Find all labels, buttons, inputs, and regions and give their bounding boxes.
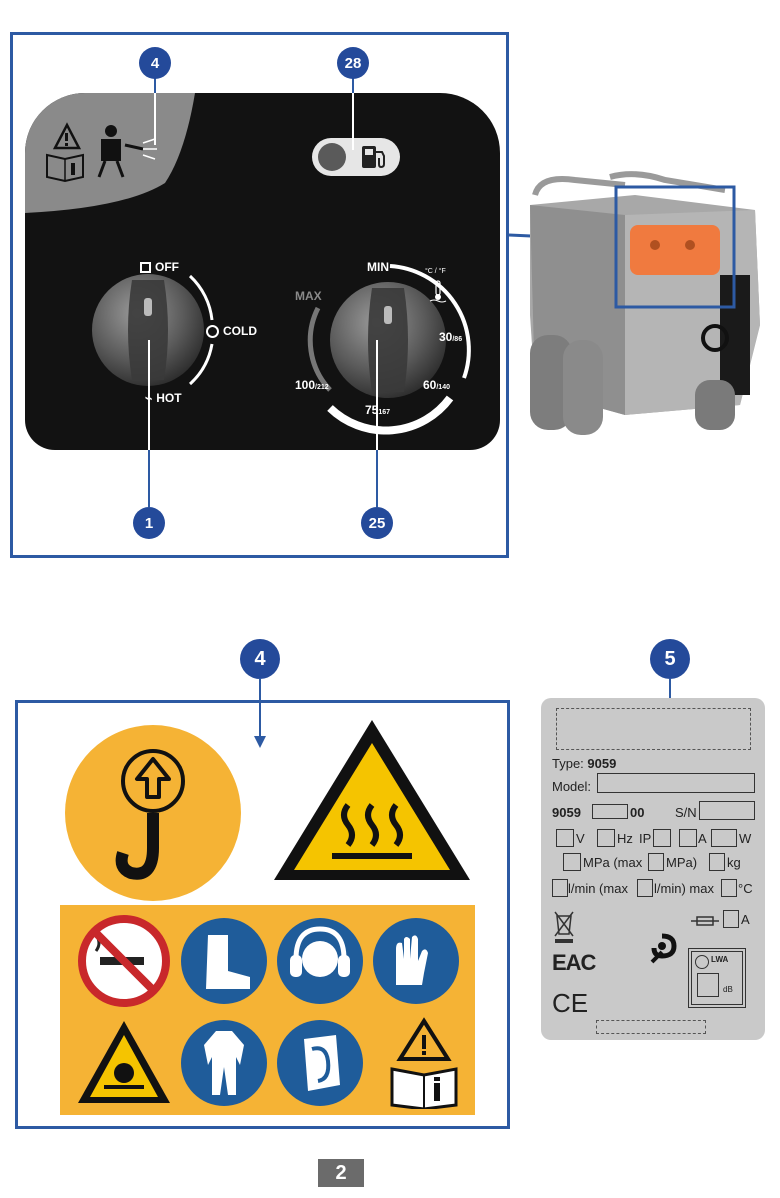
callout-1: 1 (133, 507, 165, 539)
plate-barcode-area (596, 1020, 706, 1034)
type-value: 9059 (587, 756, 617, 771)
lifting-hook-sign (65, 725, 241, 901)
hz-field (597, 829, 615, 847)
degc-label: °C (738, 881, 753, 896)
ppe-signs-panel (60, 905, 475, 1115)
mpa-max-field (648, 853, 664, 871)
mpa-label: MPa (max (583, 855, 643, 870)
no-smoking-sign (78, 915, 170, 1007)
v-label: V (576, 831, 585, 846)
unit-label: °C / °F (425, 268, 446, 275)
max-label: MAX (295, 289, 322, 303)
callout-5-line (669, 679, 671, 709)
protective-clothing-sign (181, 1020, 267, 1106)
mpa-field (563, 853, 581, 871)
gloves-sign (373, 918, 459, 1004)
flow-field (552, 879, 568, 897)
temp-100-label: 100/212 (295, 378, 329, 392)
fuel-pump-icon (362, 146, 385, 169)
code-prefix: 9059 (552, 805, 581, 820)
weee-bin-icon (554, 911, 574, 943)
noise-inner (691, 951, 743, 1005)
cold-label: COLD (206, 324, 257, 338)
kg-label: kg (727, 855, 741, 870)
sn-label: S/N (675, 805, 697, 820)
fuse-field (723, 910, 739, 928)
noise-icon (695, 955, 709, 969)
page-number: 2 (318, 1159, 364, 1187)
mode-switch-knob[interactable] (80, 260, 240, 420)
eac-mark: EAC (552, 950, 596, 975)
watt-field (711, 829, 737, 847)
plate-logo-area (556, 708, 751, 750)
off-label: OFF (140, 260, 179, 274)
model-field (597, 773, 755, 793)
callout-4-bottom: 4 (240, 639, 280, 679)
type-label: Type: (552, 756, 584, 771)
hz-label: Hz (617, 831, 633, 846)
control-panel-frame (10, 32, 509, 558)
ear-protection-sign (277, 918, 363, 1004)
lmin-max-label: l/min) max (654, 881, 714, 896)
callout-5: 5 (650, 639, 690, 679)
hot-surface-sign (274, 720, 470, 880)
kg-field (709, 853, 725, 871)
model-label: Model: (552, 779, 592, 794)
approval-mark-icon (650, 933, 677, 964)
noise-level-box: LWA dB (688, 948, 746, 1008)
temp-75-label: 75167 (365, 403, 391, 417)
voltage-field (556, 829, 574, 847)
mpa-close-label: MPa) (666, 855, 698, 870)
min-label: MIN (367, 260, 389, 274)
leader-lines-top (148, 78, 621, 507)
read-manual-sign (390, 1017, 458, 1109)
temperature-knob[interactable] (300, 258, 480, 438)
off-icon (140, 262, 151, 273)
ce-mark: CE (552, 988, 589, 1018)
code-field (592, 804, 628, 819)
db-label: dB (723, 985, 733, 994)
rating-plate: Type: 9059 Model: 9059 00 S/N V Hz IP A … (541, 698, 765, 1040)
w-label: W (739, 831, 752, 846)
lwa-label: LWA (711, 955, 729, 964)
fuel-indicator-lamp (318, 143, 346, 171)
flow-max-field (637, 879, 653, 897)
lmin-label: l/min (max (568, 881, 628, 896)
callout-25: 25 (361, 507, 393, 539)
temp-30-label: 30/86 (439, 330, 463, 344)
ampere-field (679, 829, 697, 847)
thermometer-icon (429, 280, 447, 303)
a-label: A (698, 831, 707, 846)
sn-field (699, 801, 755, 820)
fuel-indicator (312, 138, 400, 176)
callout-4-arrow (254, 678, 266, 748)
warning-label-area (25, 93, 195, 213)
safety-labels-frame (15, 700, 510, 1129)
fuse-icon (691, 916, 719, 926)
ip-label: IP (639, 831, 652, 846)
callout-28: 28 (337, 47, 369, 79)
safety-boots-sign (181, 918, 267, 1004)
code-suffix: 00 (630, 805, 645, 820)
pressure-hazard-sign (78, 1021, 170, 1103)
ip-field (653, 829, 671, 847)
face-shield-sign (277, 1020, 363, 1106)
callout-4-top: 4 (139, 47, 171, 79)
pressure-washer-illustration (530, 171, 760, 435)
noise-field (697, 973, 719, 997)
fuse-a-label: A (741, 912, 750, 927)
control-panel: OFF COLD ⌁HOT MIN MAX °C / °F 30/86 60/1… (25, 93, 500, 450)
temp-60-label: 60/140 (423, 378, 450, 392)
temp-field (721, 879, 737, 897)
cold-water-icon (206, 325, 219, 338)
